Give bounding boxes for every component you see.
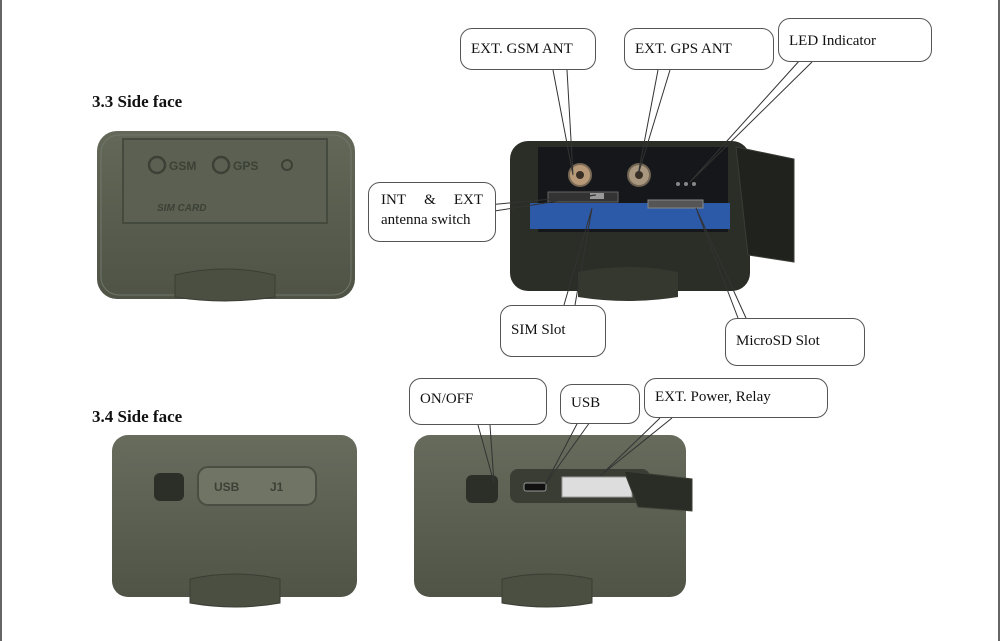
label-int: INT [381, 192, 406, 208]
callout-led-indicator: LED Indicator [778, 18, 932, 62]
device-photo-3-4-open [414, 435, 693, 608]
callout-ext-gps-ant: EXT. GPS ANT [624, 28, 774, 70]
power-relay-connector [561, 476, 633, 498]
antenna-switch [590, 193, 604, 199]
device-photo-3-3-closed: GSM GPS SIM CARD [97, 131, 355, 302]
usb-port [523, 482, 547, 492]
silk-gps: GPS [233, 159, 258, 173]
side-cover [122, 138, 328, 224]
mount-tab [501, 573, 593, 608]
antenna-switch-line-2: antenna switch [381, 212, 471, 228]
device-photo-3-4-closed: USB J1 [112, 435, 357, 608]
device-body [112, 435, 357, 597]
microsd-slot [647, 199, 704, 209]
silk-gsm: GSM [169, 159, 196, 173]
led-indicator-icon [281, 159, 293, 171]
silk-usb: USB [214, 480, 240, 494]
antenna-switch-line-1: INT & EXT [381, 190, 483, 210]
callout-usb: USB [560, 384, 640, 424]
callout-microsd-slot: MicroSD Slot [725, 318, 865, 366]
silk-sim-card: SIM CARD [157, 203, 206, 214]
callout-ext-power-relay: EXT. Power, Relay [644, 378, 828, 418]
gps-port-icon [211, 155, 231, 175]
mount-tab [174, 268, 276, 302]
section-heading-3-3: 3.3 Side face [92, 92, 183, 111]
port-cover [197, 466, 317, 506]
sim-slot [547, 191, 619, 203]
mount-tab [189, 573, 281, 608]
page-border-right [998, 0, 1000, 641]
gsm-port-icon [147, 155, 167, 175]
section-heading-3-4: 3.4 Side face [92, 407, 183, 426]
label-amp: & [424, 192, 436, 208]
on-off-switch [466, 475, 498, 503]
device-body [414, 435, 686, 597]
led-dot [676, 182, 680, 186]
silk-j1: J1 [270, 480, 284, 494]
callout-ext-gsm-ant: EXT. GSM ANT [460, 28, 596, 70]
page-border-left [0, 0, 2, 641]
callout-on-off: ON/OFF [409, 378, 547, 425]
callout-sim-slot: SIM Slot [500, 305, 606, 357]
label-ext: EXT [453, 192, 483, 208]
on-off-switch [154, 473, 184, 501]
device-photo-3-3-open [510, 141, 795, 301]
callout-antenna-switch: INT & EXT antenna switch [368, 182, 496, 242]
mount-tab [578, 267, 678, 301]
